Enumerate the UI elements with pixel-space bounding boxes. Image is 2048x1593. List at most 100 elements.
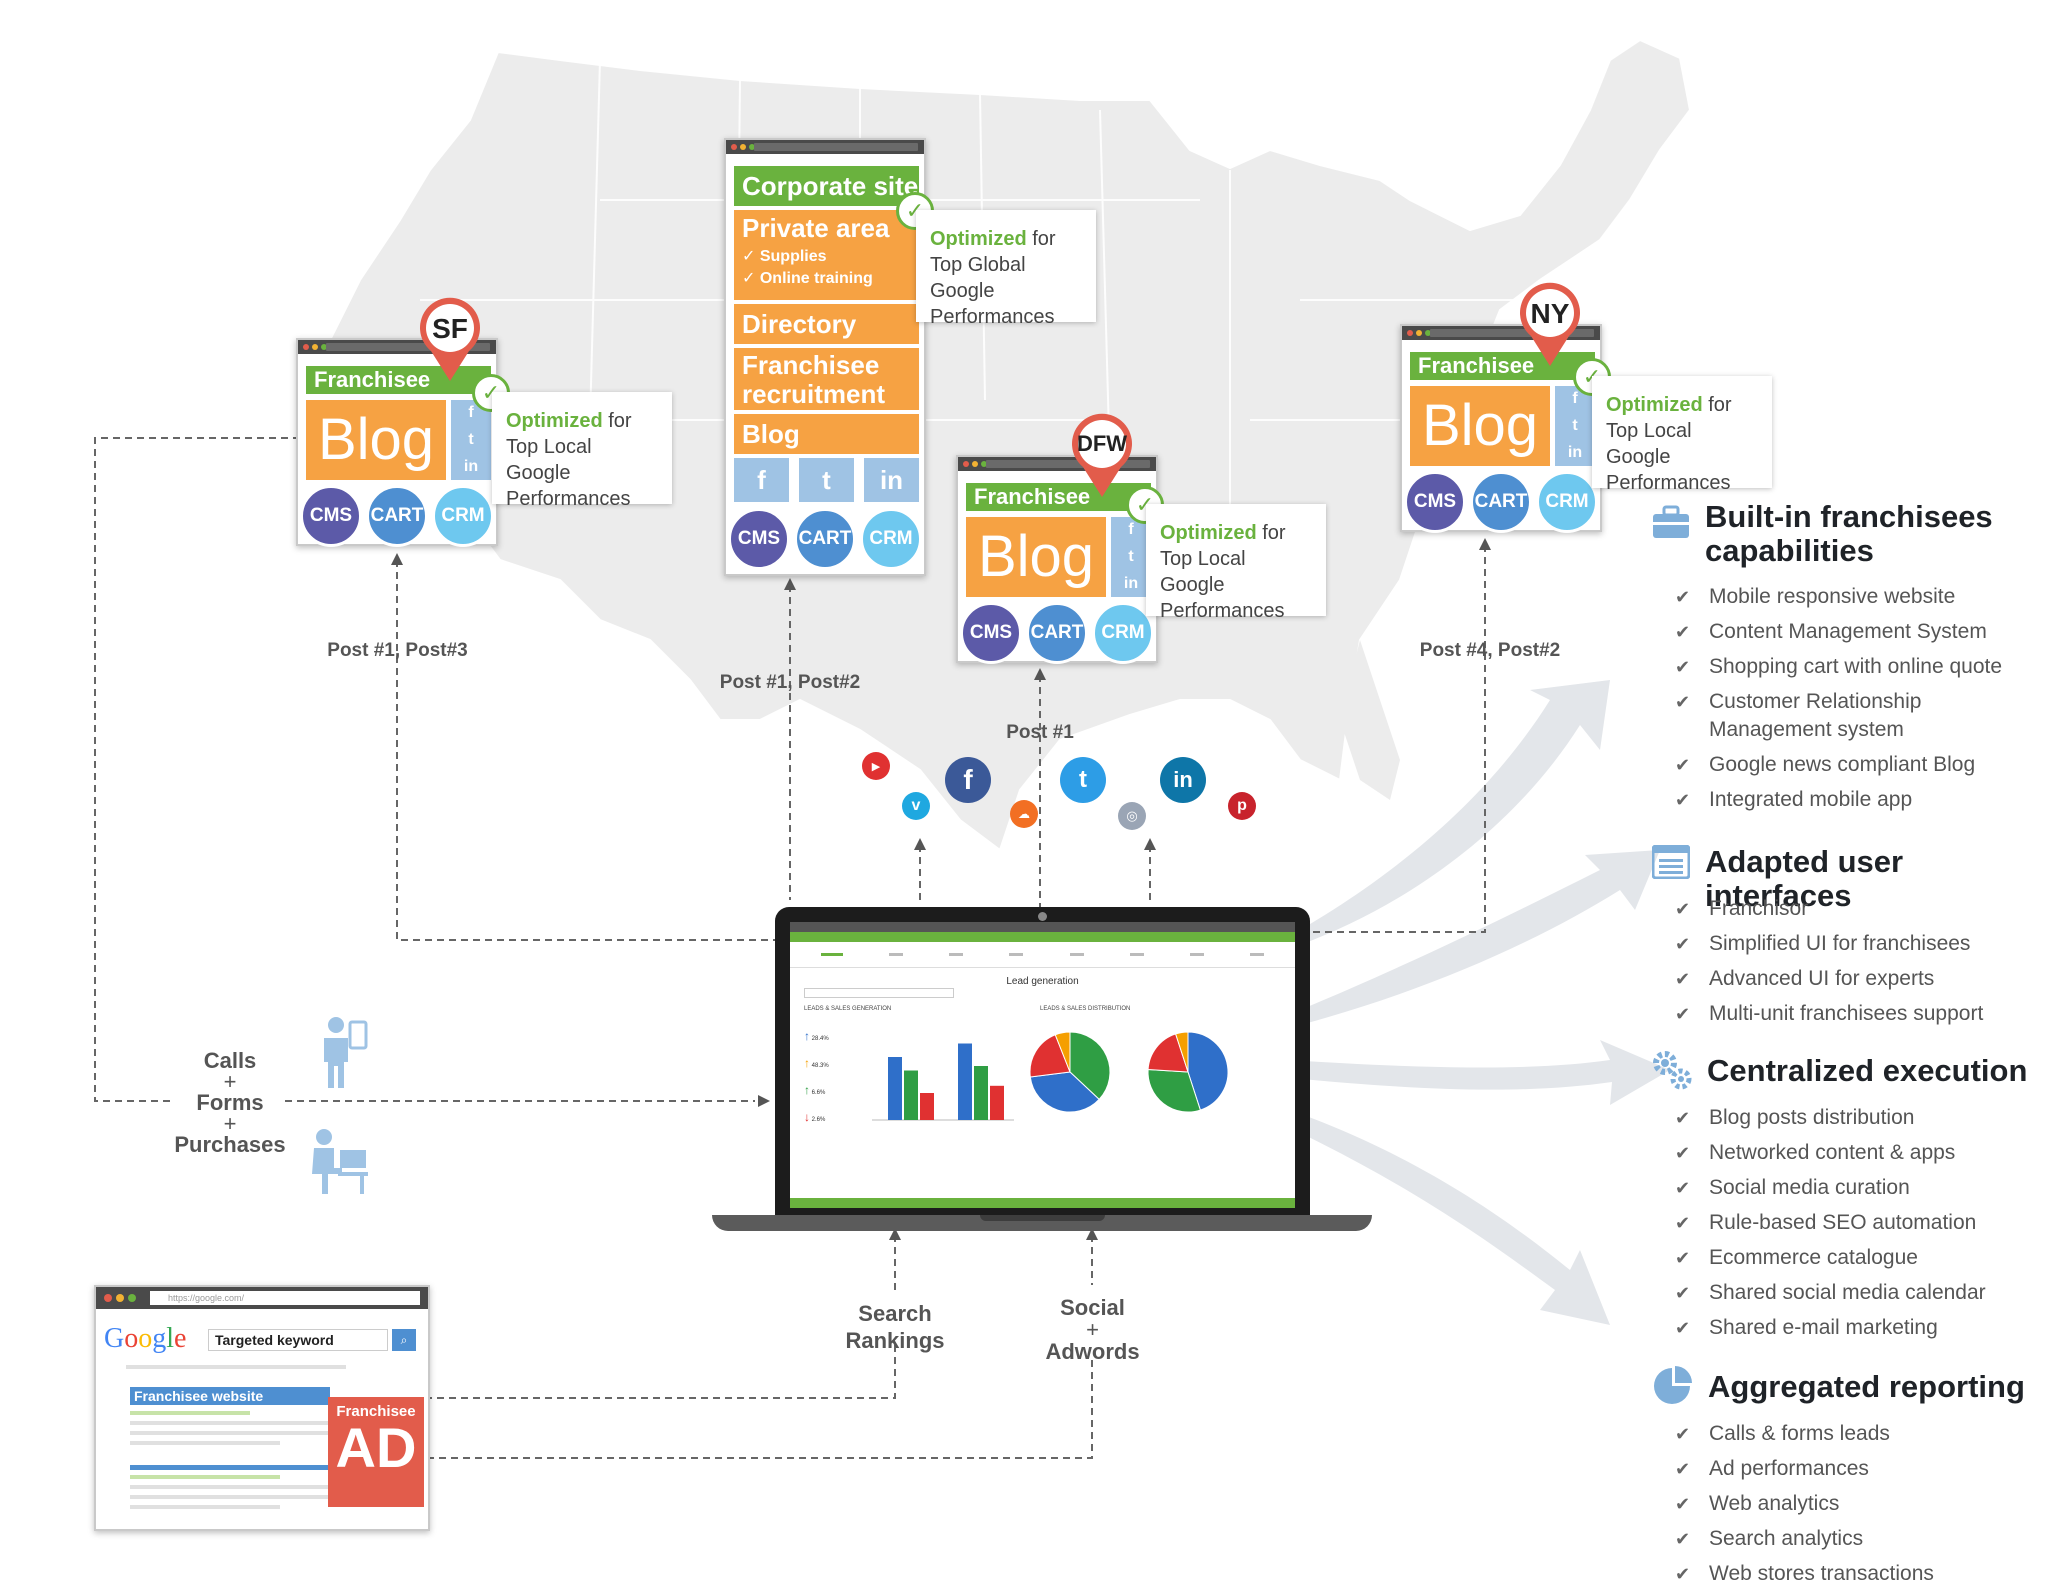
- online-training-label: Online training: [759, 270, 873, 287]
- pie-slice: [1187, 1031, 1229, 1111]
- ny-callout: Optimized for Top Local Google Performan…: [1592, 376, 1772, 494]
- plus-label: +: [223, 1111, 237, 1136]
- ny-posts-label: Post #4, Post#2: [1419, 640, 1561, 661]
- pie-slice: [1030, 1071, 1100, 1113]
- corp-posts-label: Post #1, Post#2: [719, 672, 861, 693]
- social-column: f t in: [1111, 517, 1151, 597]
- toolbar-tab[interactable]: [1249, 953, 1264, 956]
- linkedin-icon: in: [1567, 443, 1583, 461]
- capabilities-list: Mobile responsive website Content Manage…: [1675, 583, 2035, 821]
- cart-circle: CART: [794, 508, 856, 570]
- browser-bar: https://google.com/: [96, 1287, 428, 1309]
- result-line: [130, 1465, 330, 1470]
- search-rankings-label: Search Rankings: [835, 1300, 955, 1354]
- twitter-icon: t: [468, 430, 474, 448]
- cms-circle: CMS: [1404, 471, 1466, 533]
- crm-circle: CRM: [432, 485, 494, 547]
- ny-franchisee-site: Franchisee Blog f t in CMS CART CRM: [1400, 324, 1602, 533]
- adwords-label: Adwords: [1045, 1339, 1140, 1364]
- pie-slice: [1147, 1033, 1189, 1073]
- pie-slice: [1069, 1031, 1111, 1101]
- toolbar-tab[interactable]: [821, 953, 844, 956]
- window-list-icon: [1652, 845, 1690, 879]
- callout-line1: Top Local Google: [1606, 420, 1692, 468]
- stat-down-4: ↓ 2.6%: [804, 1110, 826, 1124]
- forms-label: Forms: [196, 1090, 264, 1115]
- search-button[interactable]: ⌕: [392, 1329, 416, 1351]
- toolbar-tab[interactable]: [949, 953, 964, 956]
- facebook-icon: f: [1572, 390, 1578, 408]
- result-line: [130, 1431, 330, 1435]
- recruitment-box: Franchisee recruitment: [734, 348, 919, 410]
- result-line: [130, 1441, 280, 1445]
- franchisee-website-result[interactable]: Franchisee website: [130, 1387, 330, 1405]
- ny-location-label: NY: [1530, 298, 1570, 329]
- bar: [888, 1057, 902, 1120]
- reporting-list: Calls & forms leads Ad performances Web …: [1675, 1420, 2035, 1593]
- website-select[interactable]: [804, 988, 954, 998]
- dashboard-browser-bar: [790, 922, 1295, 932]
- search-input[interactable]: Targeted keyword: [208, 1329, 388, 1351]
- bar: [974, 1066, 988, 1120]
- list-item: Web stores transactions: [1675, 1560, 2035, 1588]
- toolbar-tab[interactable]: [1129, 953, 1144, 956]
- toolbar-tab[interactable]: [1189, 953, 1204, 956]
- callout-line2: Performances: [930, 306, 1055, 328]
- dfw-posts-label: Post #1: [1006, 722, 1074, 743]
- result-line: [130, 1485, 330, 1489]
- toolbar-tab[interactable]: [889, 953, 904, 956]
- supplies-item: ✓ Supplies: [742, 248, 827, 265]
- callout-line1: Top Global Google: [930, 254, 1026, 302]
- list-item: Mobile responsive website: [1675, 583, 2035, 611]
- briefcase-icon: [1653, 505, 1689, 538]
- corporate-site: Corporate site Private area ✓ Supplies ✓…: [724, 138, 926, 576]
- cart-circle: CART: [1470, 471, 1532, 533]
- laptop-notch: [980, 1215, 1105, 1221]
- interfaces-list: Franchisor Simplified UI for franchisees…: [1675, 895, 2035, 1035]
- twitter-icon: t: [1572, 416, 1578, 434]
- bar: [958, 1043, 972, 1120]
- section-left-label: LEADS & SALES GENERATION: [804, 1006, 892, 1012]
- toolbar-tab[interactable]: [1069, 953, 1084, 956]
- social-column: f t in: [451, 400, 491, 480]
- stats-list: ↑ 28.4% ↑ 48.3% ↑ 6.6% ↓ 2.6%: [804, 1024, 829, 1132]
- list-item: Shared social media calendar: [1675, 1279, 2035, 1307]
- calls-label: Calls: [203, 1048, 257, 1073]
- corp-social-row: f t in: [734, 458, 919, 502]
- title-line: Centralized execution: [1707, 1053, 2028, 1088]
- result-line: [130, 1495, 330, 1499]
- ad-big-text: AD: [335, 1416, 417, 1479]
- recruitment-line2: recruitment: [742, 379, 886, 409]
- url-bar[interactable]: https://google.com/: [150, 1291, 420, 1305]
- facebook-icon: f: [734, 458, 789, 502]
- title-line: Built-in franchisees: [1705, 499, 1993, 534]
- pie-slice: [1175, 1031, 1189, 1073]
- pie-slice: [1054, 1031, 1071, 1073]
- calls-forms-purchases-label: Calls + Forms + Purchases: [165, 1048, 295, 1156]
- result-line: [130, 1475, 280, 1479]
- toolbar-tab[interactable]: [1009, 953, 1024, 956]
- callout-line1: Top Local Google: [506, 436, 592, 484]
- callout-line2: Performances: [1160, 600, 1285, 622]
- list-item: Simplified UI for franchisees: [1675, 930, 2035, 958]
- search-label: Search: [858, 1301, 932, 1326]
- list-item: Integrated mobile app: [1675, 786, 2035, 814]
- list-item: Search analytics: [1675, 1525, 2035, 1553]
- twitter-icon: t: [1060, 757, 1106, 803]
- franchisee-header: Franchisee: [306, 366, 491, 394]
- leads-bar-chart: [872, 1043, 1014, 1121]
- franchisee-ad[interactable]: Franchisee AD: [328, 1397, 424, 1507]
- list-item: Franchisor: [1675, 895, 2035, 923]
- cms-circle: CMS: [300, 485, 362, 547]
- sf-location-label: SF: [432, 313, 468, 344]
- bar: [920, 1093, 934, 1120]
- optimized-label: Optimized: [930, 228, 1027, 250]
- section-title-execution: Centralized execution: [1707, 1054, 2027, 1088]
- for-label: for: [1708, 394, 1732, 416]
- stat-up-1: ↑ 28.4%: [804, 1029, 829, 1043]
- google-logo: Google: [104, 1323, 187, 1354]
- cart-circle: CART: [366, 485, 428, 547]
- list-item: Social media curation: [1675, 1174, 2035, 1202]
- stat-up-3: ↑ 6.6%: [804, 1083, 826, 1097]
- gears-icon: [1653, 1051, 1692, 1090]
